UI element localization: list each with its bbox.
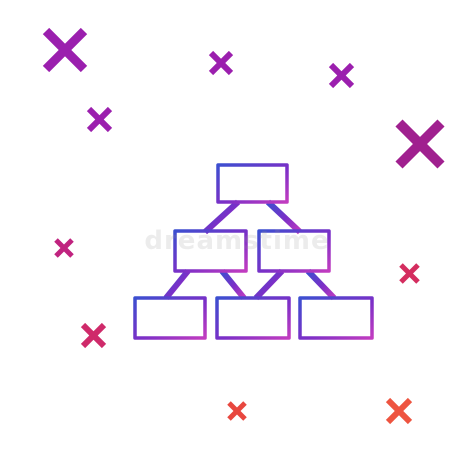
top-node-box bbox=[216, 163, 289, 204]
decorative-x-marks bbox=[42, 27, 445, 425]
bottom-node-box-right bbox=[298, 296, 374, 340]
middle-node-box-right bbox=[257, 229, 331, 273]
bottom-node-box-left bbox=[133, 296, 207, 340]
middle-node-box-left bbox=[173, 229, 248, 273]
x-mark-icon bbox=[86, 106, 113, 133]
bottom-node-box-center bbox=[215, 296, 291, 340]
x-mark-icon bbox=[385, 397, 413, 425]
x-mark-icon bbox=[208, 50, 234, 76]
x-mark-icon bbox=[54, 238, 74, 258]
x-mark-icon bbox=[395, 119, 445, 169]
x-mark-icon bbox=[328, 62, 355, 89]
hierarchy-diagram-icon bbox=[133, 163, 374, 340]
connector-lines bbox=[163, 199, 337, 301]
x-mark-icon bbox=[227, 401, 247, 421]
x-mark-icon bbox=[42, 27, 88, 73]
x-mark-icon bbox=[399, 263, 420, 284]
x-mark-icon bbox=[80, 322, 107, 349]
